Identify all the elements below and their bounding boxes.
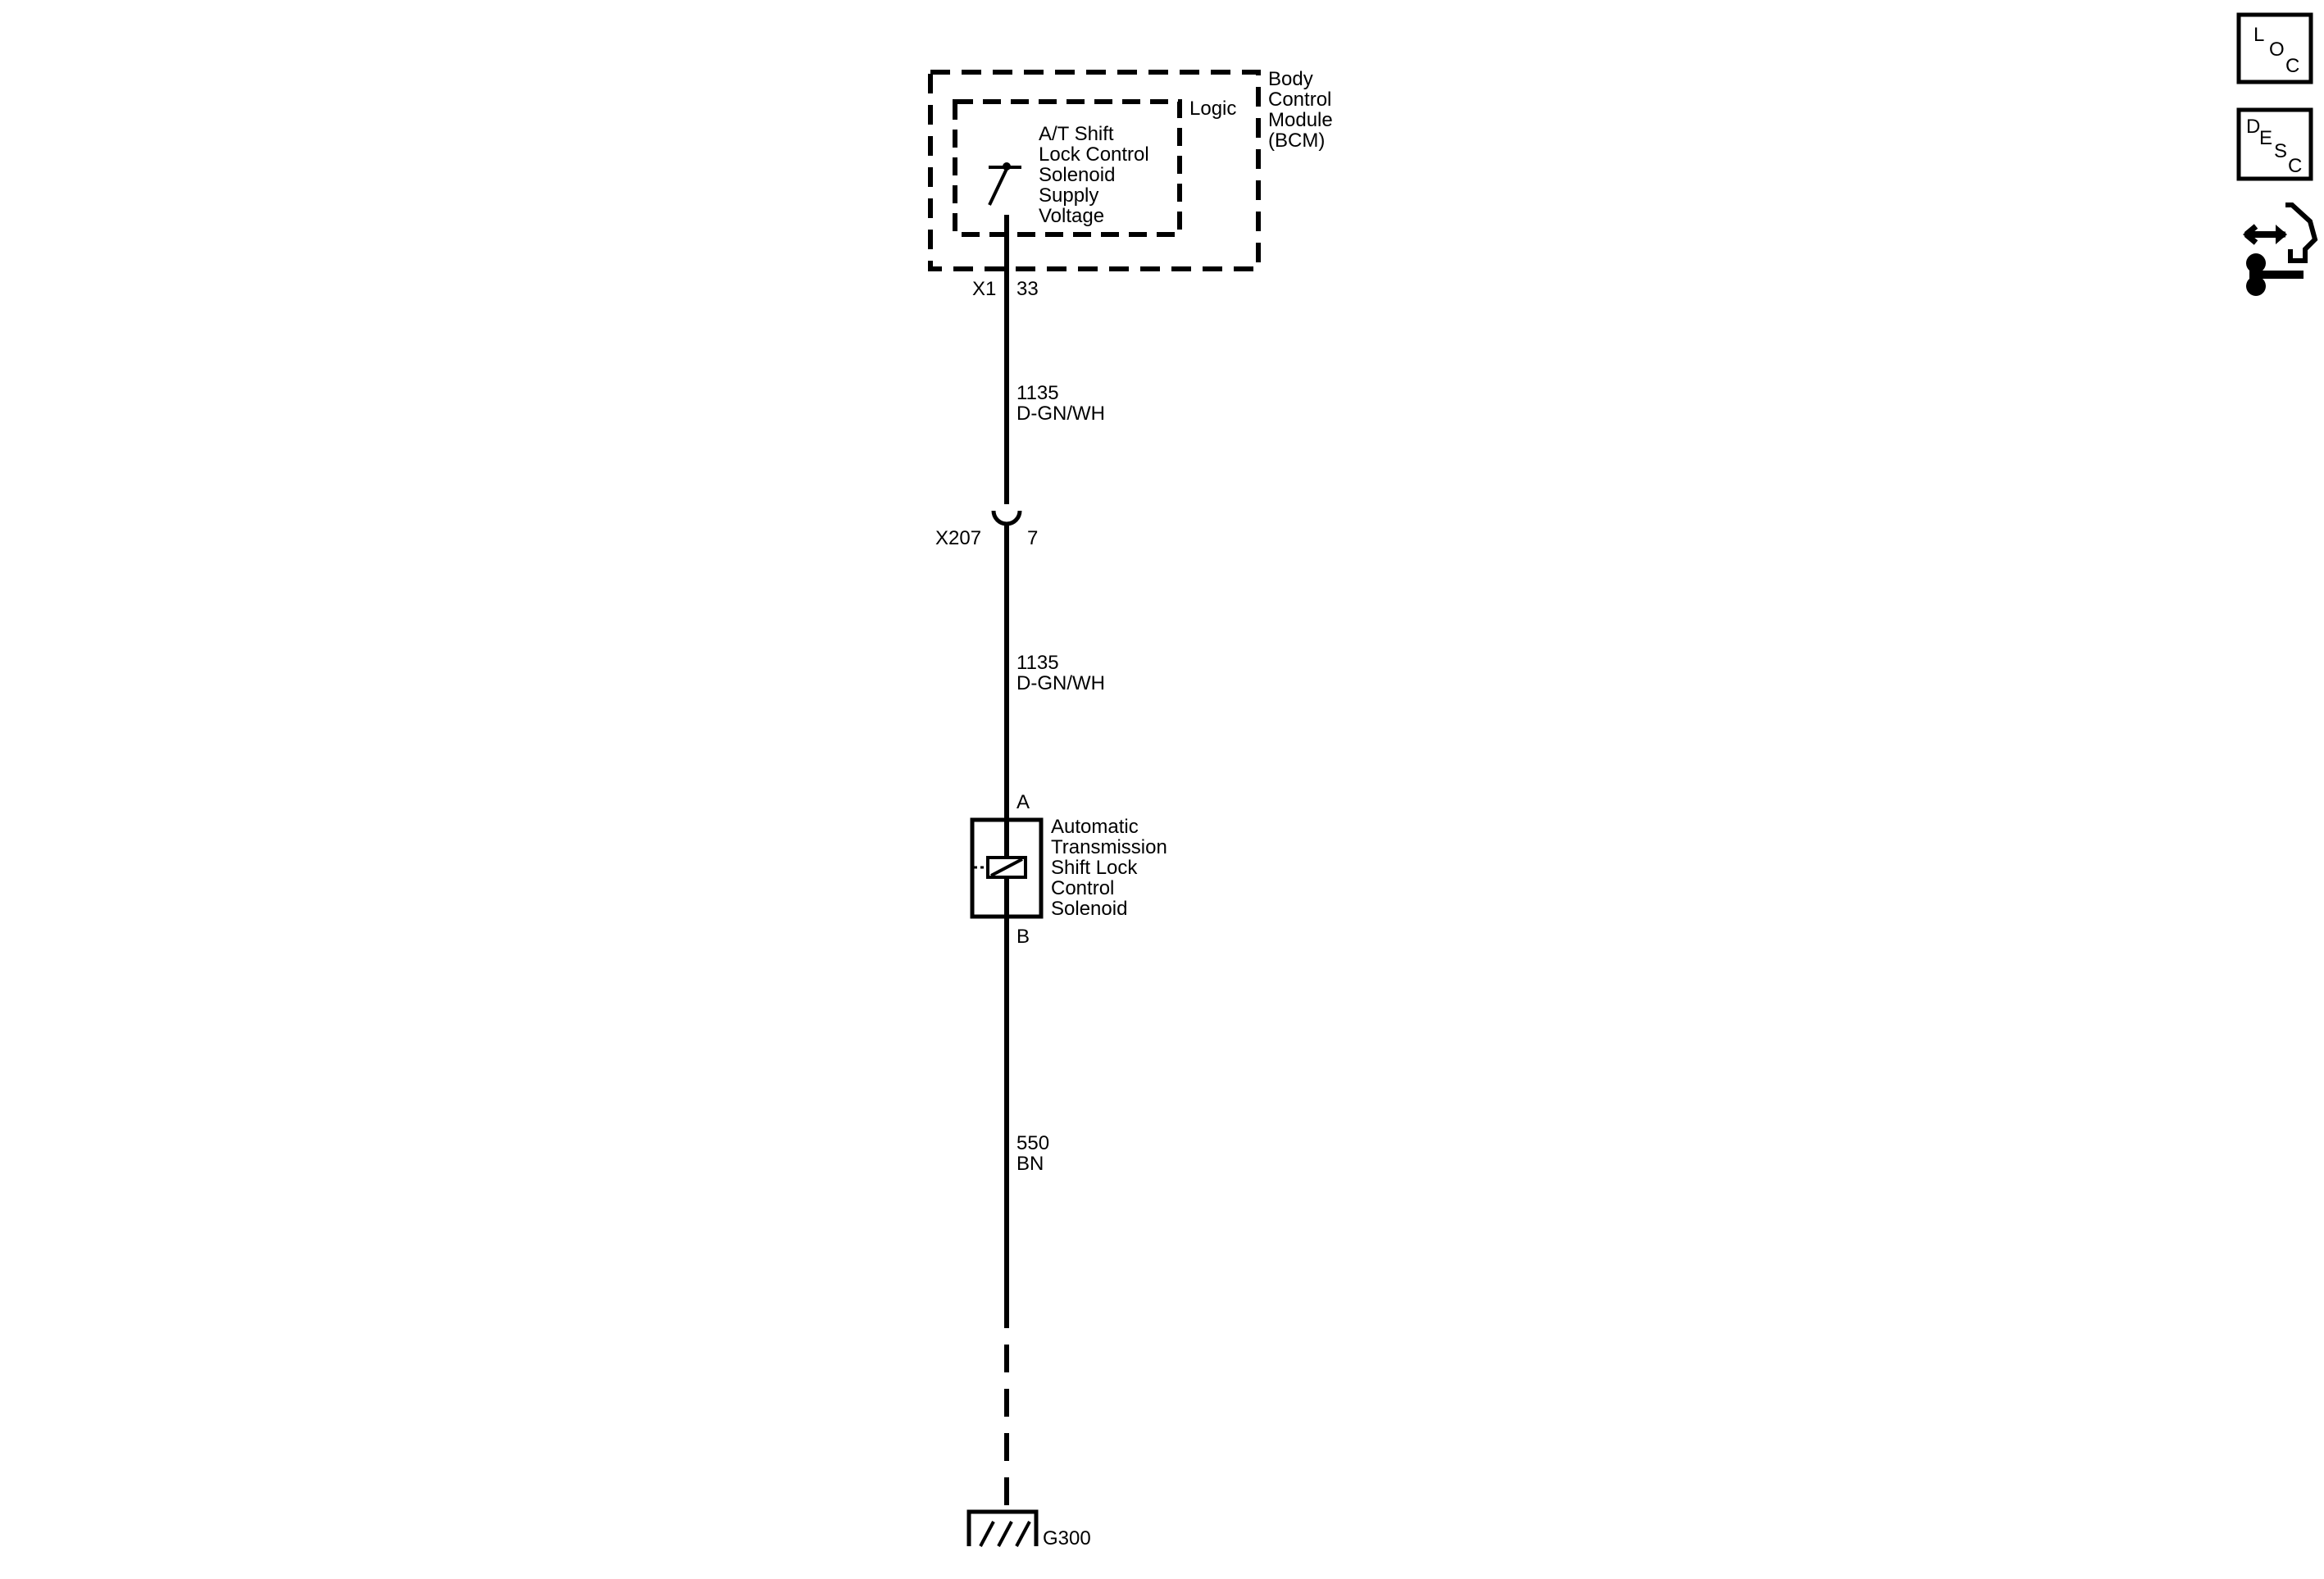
ground-label: G300 <box>1043 1527 1091 1549</box>
location-icon-letter: C <box>2285 55 2299 77</box>
wire-upper-circuit: 1135 <box>1016 382 1059 404</box>
location-icon[interactable]: L O C <box>2236 12 2313 84</box>
connector-x1-pin: 33 <box>1016 278 1039 300</box>
bcm-name-line: Module <box>1268 109 1333 131</box>
solenoid-name-line: Transmission <box>1051 836 1167 858</box>
solenoid-name-line: Control <box>1051 877 1114 899</box>
connector-repair-icon[interactable] <box>2243 202 2318 296</box>
solenoid-name-line: Automatic <box>1051 816 1139 838</box>
solenoid-name-line: Solenoid <box>1051 898 1127 920</box>
ground-symbol <box>966 1509 1039 1547</box>
solenoid-pin-a: A <box>1016 791 1030 813</box>
description-icon-letter: E <box>2259 127 2272 149</box>
circuit-function-line: A/T Shift <box>1039 123 1114 145</box>
wire-lower-circuit: 550 <box>1016 1132 1049 1154</box>
bcm-name-line: (BCM) <box>1268 130 1325 152</box>
location-icon-letter: L <box>2254 24 2264 46</box>
solenoid-name-line: Shift Lock <box>1051 857 1138 879</box>
logic-label: Logic <box>1189 98 1236 120</box>
circuit-function-line: Voltage <box>1039 205 1104 227</box>
bcm-module-box <box>928 70 1261 271</box>
bcm-name-line: Body <box>1268 68 1313 90</box>
circuit-function-line: Lock Control <box>1039 143 1149 166</box>
wire-upper-color: D-GN/WH <box>1016 403 1105 425</box>
solenoid-pin-b: B <box>1016 926 1030 948</box>
circuit-function-label: A/T Shift Lock Control Solenoid Supply V… <box>1039 123 1154 227</box>
logic-box <box>953 99 1182 237</box>
circuit-function-line: Supply <box>1039 184 1098 207</box>
switch-symbol <box>988 162 1021 206</box>
solenoid-name: Automatic Transmission Shift Lock Contro… <box>1051 816 1172 920</box>
bcm-name: Body Control Module (BCM) <box>1268 68 1338 152</box>
shift-lock-solenoid <box>970 817 1044 919</box>
connector-x1-label: X1 <box>972 278 996 300</box>
connector-x207-pin: 7 <box>1027 527 1038 549</box>
wire-middle-color: D-GN/WH <box>1016 672 1105 694</box>
bcm-name-line: Control <box>1268 89 1331 111</box>
location-icon-letter: O <box>2269 39 2285 61</box>
description-icon-letter: D <box>2246 116 2260 138</box>
wire-middle-circuit: 1135 <box>1016 652 1059 674</box>
inline-connector-x207 <box>991 510 1022 526</box>
wire-lower-color: BN <box>1016 1153 1044 1175</box>
description-icon-letter: C <box>2288 155 2302 177</box>
description-icon-letter: S <box>2274 140 2287 162</box>
description-icon[interactable]: D E S C <box>2236 107 2313 181</box>
connector-x207-label: X207 <box>935 527 981 549</box>
circuit-function-line: Solenoid <box>1039 164 1115 186</box>
